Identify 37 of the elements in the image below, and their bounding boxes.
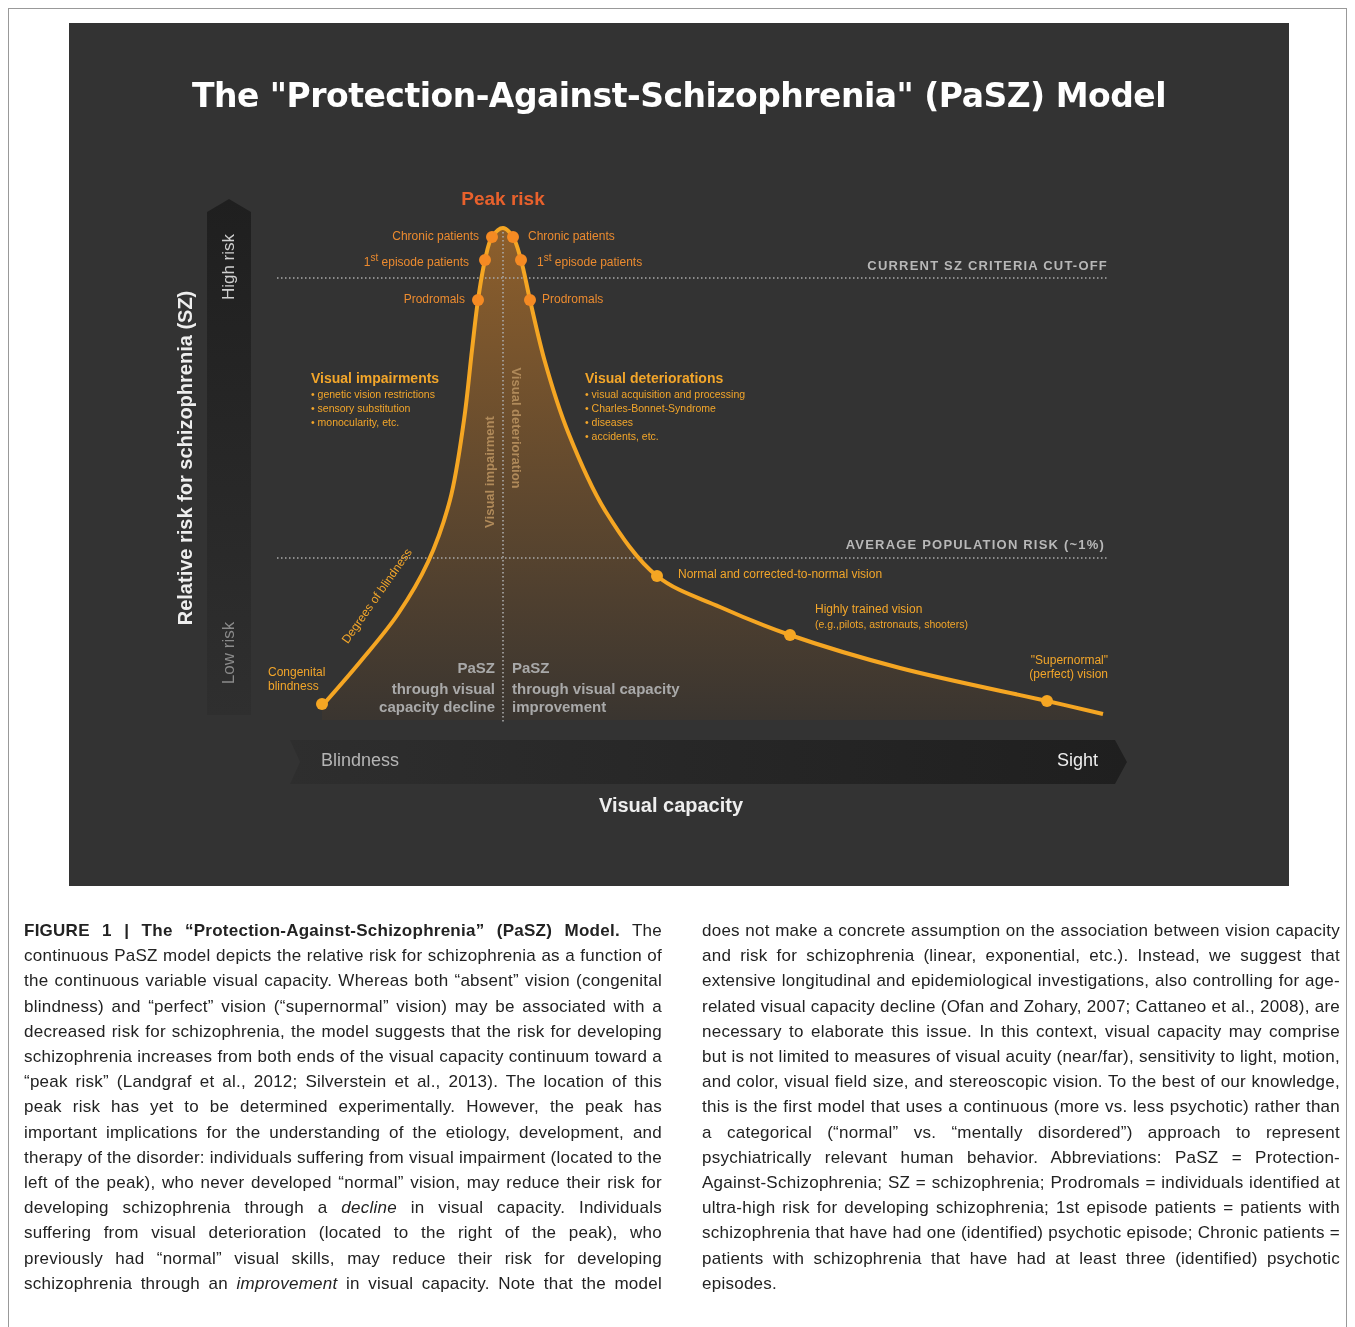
- region-label: PaSZ: [512, 659, 550, 677]
- group-heading: Visual impairments: [311, 370, 440, 387]
- point-label: (e.g.,pilots, astronauts, shooters): [815, 618, 968, 631]
- point-label: 1$^{st}$ episode patients: [537, 252, 643, 270]
- point-label: Chronic patients: [392, 229, 479, 244]
- point-label: Normal and corrected-to-normal vision: [678, 567, 883, 582]
- threshold-label: AVERAGE POPULATION RISK (~1%): [845, 537, 1105, 553]
- region-label: through visual capacity improvement: [512, 680, 681, 716]
- title: The "Protection-Against-Schizophrenia" (PaSZ) Model: [191, 76, 1167, 115]
- bullet-item: • Charles-Bonnet-Syndrome: [585, 402, 716, 415]
- bullet-item: • accidents, etc.: [585, 430, 659, 443]
- region-label: through visual capacity decline: [378, 680, 495, 716]
- bullet-item: • diseases: [585, 416, 634, 429]
- threshold-label: CURRENT SZ CRITERIA CUT-OFF: [867, 258, 1108, 274]
- peak-label: Peak risk: [461, 188, 545, 211]
- point-label: 1$^{st}$ episode patients: [363, 252, 469, 270]
- axis-title: Visual capacity: [598, 793, 744, 817]
- axis-end-label: High risk: [218, 233, 239, 301]
- caption: FIGURE 1 | The “Protection-Against-Schizophrenia” (PaSZ) Model. The continuous PaSZ model depicts the relative risk for schizophrenia as a function of the continuous variable visual capacity. Whereas both “absent” vision (congenital blindness) and “perfect” vision (“supernormal” vision) may be associated with a decreased risk for schizophrenia, the model suggests that the risk for developing schizophrenia increases from both ends of the visual capacity continuum toward a “peak risk” (Landgraf et al., 2012; Silverstein et al., 2013). The location of this peak risk has yet to be determined experimentally. However, the peak has important implications for the understanding of the etiology, development, and therapy of the disorder: individuals suffering from visual impairment (located to the left of the peak), who never developed “normal” vision, may reduce their risk for developing schizophrenia through a decline in visual capacity. Individuals suffering from visual deterioration (located to the right of the peak), who previously had “normal” visual skills, may reduce their risk for developing schizophrenia through an improvement in visual capacity. Note that the model does not make a concrete assumption on the association between vision capacity and risk for schizophrenia (linear, exponential, etc.). Instead, we suggest that extensive longitudinal and epidemiological investigations, also controlling for age-related visual capacity decline (Ofan and Zohary, 2007; Cattaneo et al., 2008), are necessary to elaborate this issue. In this context, visual capacity may comprise but is not limited to measures of visual acuity (near/far), sensitivity to light, motion, and color, visual field size, and stereoscopic vision. To the best of our knowledge, this is the first model that uses a continuous (more vs. less psychotic) rather than a categorical (“normal” vs. “mentally disordered”) approach to represent psychiatrically relevant human behavior. Abbreviations: PaSZ = Protection-Against-Schizophrenia; SZ = schizophrenia; Prodromals = individuals identified at ultra-high risk for developing schizophrenia; 1st episode patients = patients with schizophrenia that have had one (identified) psychotic episode; Chronic patients = patients with schizophrenia that have had at least three (identified) psychotic episodes.: [24, 920, 1340, 1295]
- point-label: Highly trained vision: [815, 602, 923, 617]
- point-label: Prodromals: [542, 292, 604, 307]
- axis-title: Relative risk for schizophrenia (SZ): [173, 290, 197, 626]
- group-heading: Visual deteriorations: [585, 370, 724, 387]
- axis-end-label: Low risk: [218, 621, 239, 685]
- bullet-item: • monocularity, etc.: [311, 416, 400, 429]
- rotated-label: Visual impairment: [482, 416, 498, 528]
- point-label: Prodromals: [403, 292, 465, 307]
- axis-end-label: Sight: [1056, 750, 1098, 772]
- bullet-item: • genetic vision restrictions: [311, 388, 435, 401]
- point-label: Chronic patients: [528, 229, 615, 244]
- bullet-item: • sensory substitution: [311, 402, 411, 415]
- point-label: Congenital blindness: [268, 665, 327, 694]
- point-label: "Supernormal" (perfect) vision: [1028, 653, 1108, 682]
- rotated-label: Visual deterioration: [508, 367, 524, 489]
- axis-end-label: Blindness: [321, 750, 400, 772]
- region-label: PaSZ: [457, 659, 495, 677]
- bullet-item: • visual acquisition and processing: [585, 388, 746, 401]
